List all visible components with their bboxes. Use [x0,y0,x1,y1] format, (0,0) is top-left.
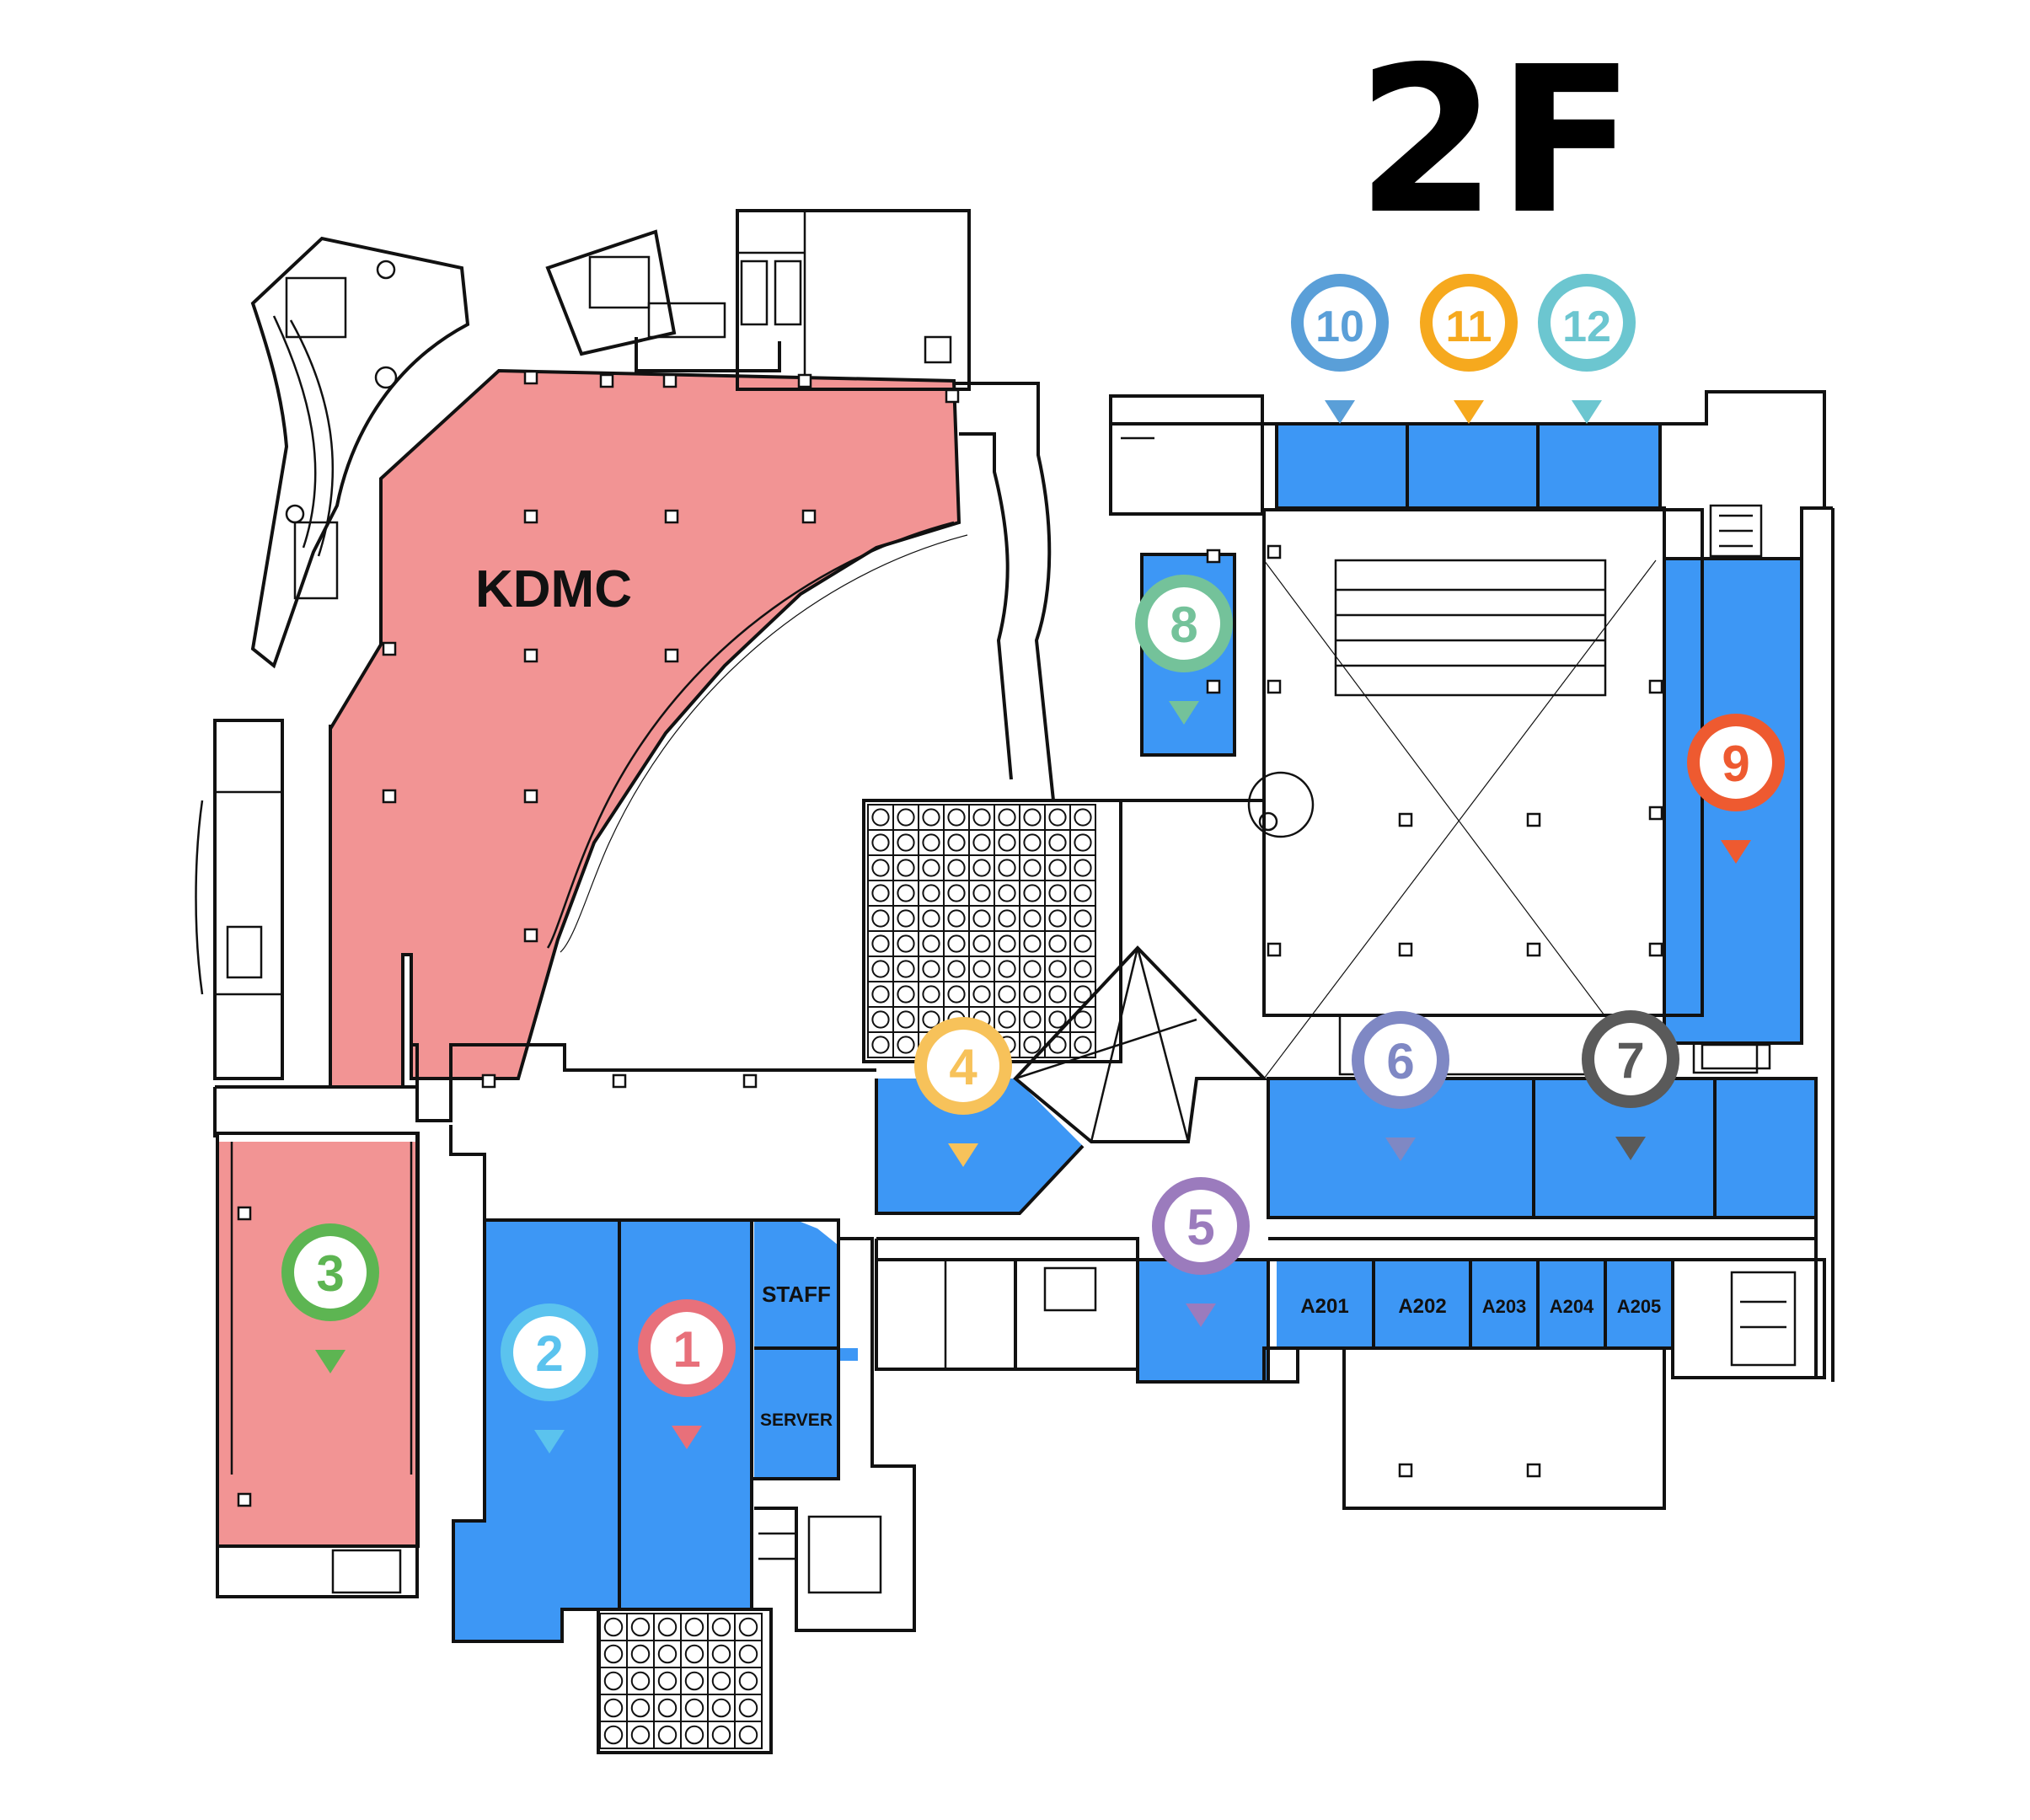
marker-7[interactable]: 7 [1582,1010,1679,1160]
marker-2[interactable]: 2 [501,1303,598,1453]
room-a202[interactable] [1374,1260,1470,1348]
room-east-corner[interactable] [1715,1079,1816,1218]
marker-3-label: 3 [316,1245,344,1302]
room-12[interactable] [1538,424,1660,508]
marker-11-label: 11 [1446,302,1492,351]
marker-12[interactable]: 12 [1538,274,1636,424]
marker-7-label: 7 [1616,1032,1644,1089]
marker-6[interactable]: 6 [1352,1011,1449,1161]
room-label-a203: A203 [1482,1296,1527,1317]
room-label-a204: A204 [1550,1296,1594,1317]
building-walls [195,209,1834,1754]
structural-columns [237,370,1663,1507]
marker-12-label: 12 [1562,302,1611,351]
marker-8[interactable]: 8 [1135,575,1233,725]
marker-9[interactable]: 9 [1687,714,1785,864]
marker-5-label: 5 [1186,1199,1214,1255]
stair-grid-bottom [599,1613,763,1749]
marker-4[interactable]: 4 [914,1017,1012,1167]
room-label-staff: STAFF [762,1282,831,1307]
room-label-a202: A202 [1398,1295,1446,1318]
stair-grid-middle [867,804,1096,1058]
marker-11[interactable]: 11 [1420,274,1518,424]
room-4[interactable] [876,1079,1083,1213]
marker-3[interactable]: 3 [281,1223,379,1373]
room-label-a205: A205 [1617,1296,1662,1317]
marker-10-label: 10 [1315,302,1364,351]
marker-4-label: 4 [949,1039,978,1095]
room-server[interactable] [754,1348,858,1479]
marker-1-label: 1 [672,1321,700,1378]
room-10[interactable] [1277,424,1407,508]
marker-10[interactable]: 10 [1291,274,1389,424]
marker-8-label: 8 [1170,597,1197,653]
marker-6-label: 6 [1386,1033,1414,1089]
room-11[interactable] [1407,424,1538,508]
floor-title: 2F [1357,23,1636,259]
room-a205[interactable] [1605,1260,1673,1348]
room-a201[interactable] [1277,1260,1374,1348]
room-a204[interactable] [1538,1260,1605,1348]
room-1[interactable] [619,1220,752,1609]
room-3[interactable] [219,1142,418,1546]
marker-1[interactable]: 1 [638,1299,736,1449]
room-kdmc[interactable] [330,371,959,1087]
room-label-server: SERVER [760,1410,833,1430]
room-label-kdmc: KDMC [475,560,632,618]
room-a203[interactable] [1470,1260,1538,1348]
room-label-a201: A201 [1300,1295,1348,1318]
marker-5[interactable]: 5 [1152,1177,1250,1327]
marker-9-label: 9 [1722,736,1749,792]
marker-2-label: 2 [535,1325,563,1382]
room-staff[interactable] [754,1220,838,1348]
